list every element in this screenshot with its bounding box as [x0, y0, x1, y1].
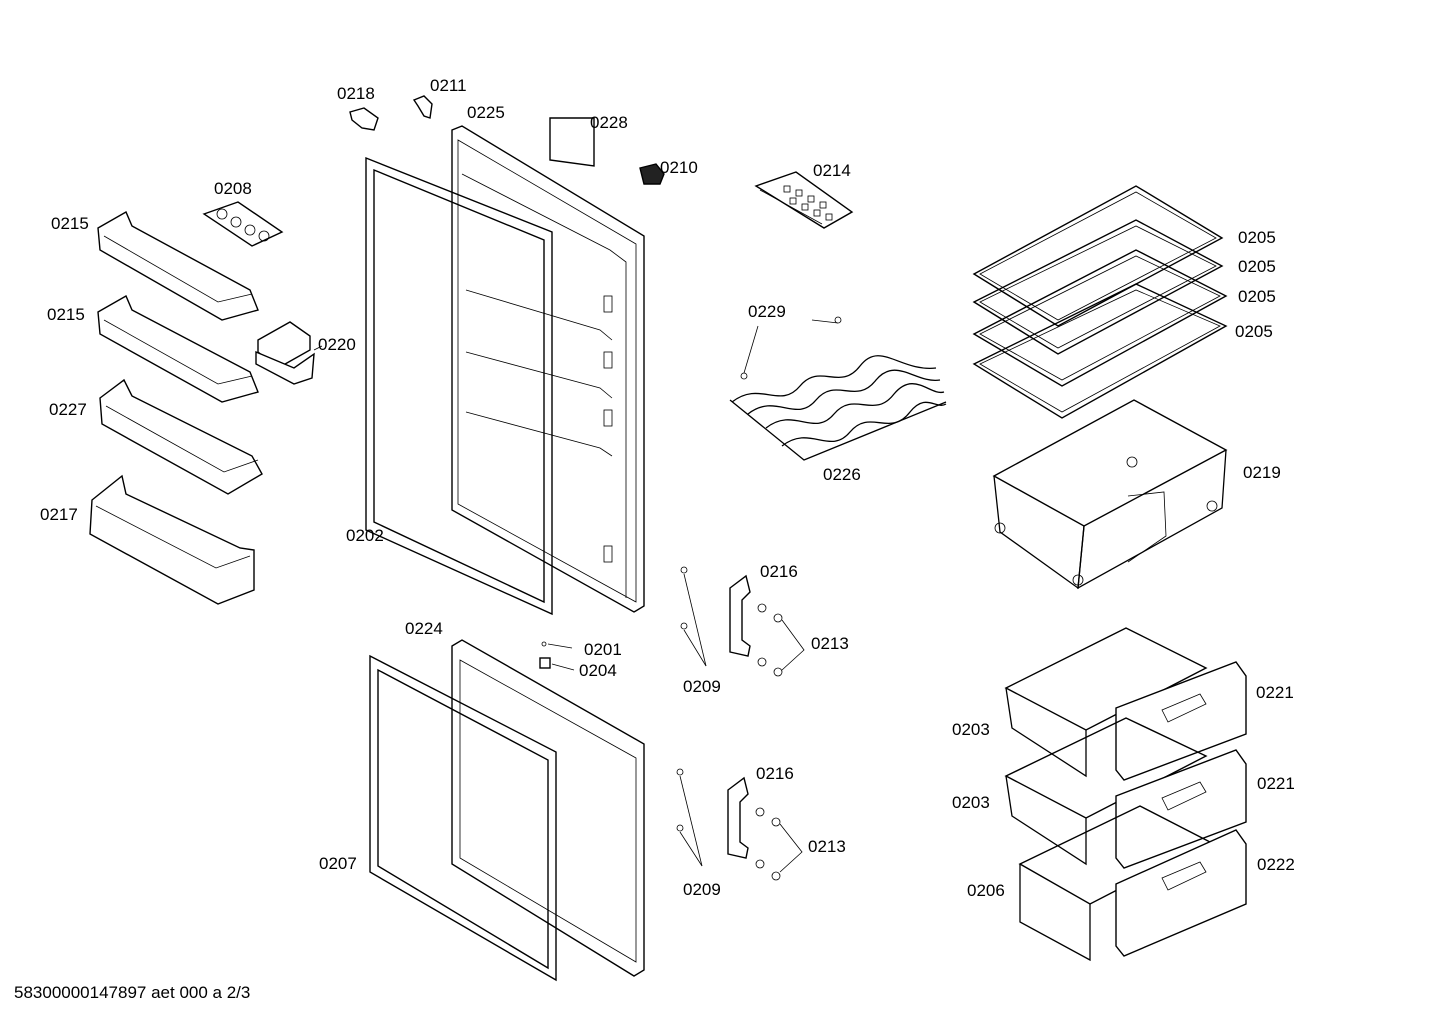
label-0224: 0224	[405, 619, 443, 638]
label-0219: 0219	[1243, 463, 1281, 482]
label-0229: 0229	[748, 302, 786, 321]
drawer-0203-upper	[1004, 627, 1247, 781]
label-0210: 0210	[660, 158, 698, 177]
label-0222: 0222	[1257, 855, 1295, 874]
caps-0213-upper	[757, 603, 805, 677]
label-0218: 0218	[337, 84, 375, 103]
egg-tray-0208	[202, 201, 284, 247]
screws-0209-upper	[680, 566, 707, 667]
label-0214: 0214	[813, 161, 851, 180]
glass-shelf-0205-1	[972, 185, 1224, 327]
crisper-box-0219	[992, 399, 1228, 590]
handle-0216-lower	[727, 776, 749, 859]
label-0211: 0211	[430, 76, 467, 95]
hinge-part-0210	[639, 163, 665, 185]
hinge-0211	[412, 95, 433, 119]
label-0209-lower: 0209	[683, 880, 721, 899]
label-0203-upper: 0203	[952, 720, 990, 739]
label-0226: 0226	[823, 465, 861, 484]
door-gasket-0202	[365, 156, 553, 616]
handle-0216-upper	[729, 574, 751, 657]
door-shelf-0215-upper	[97, 211, 259, 321]
butter-box-0220	[255, 321, 323, 385]
freezer-door-gasket-0207	[369, 654, 557, 982]
door-shelf-0227	[99, 378, 263, 495]
label-0227: 0227	[49, 400, 87, 419]
small-parts-0201-0204	[539, 641, 575, 671]
label-0201: 0201	[584, 640, 622, 659]
glass-shelf-0205-4	[972, 283, 1228, 419]
label-0225: 0225	[467, 103, 505, 122]
drawer-0203-lower	[1004, 717, 1247, 869]
glass-shelf-0205-3	[972, 249, 1228, 387]
drawer-0206	[1018, 805, 1247, 962]
label-0213-lower: 0213	[808, 837, 846, 856]
label-0205-4: 0205	[1235, 322, 1273, 341]
door-bottle-shelf-0217	[89, 474, 255, 605]
label-0220: 0220	[318, 335, 356, 354]
wine-rack-0226	[729, 316, 947, 461]
label-0205-2: 0205	[1238, 257, 1276, 276]
label-0206: 0206	[967, 881, 1005, 900]
label-0228: 0228	[590, 113, 628, 132]
label-0217: 0217	[40, 505, 78, 524]
label-0203-lower: 0203	[952, 793, 990, 812]
label-0205-1: 0205	[1238, 228, 1276, 247]
label-0221-lower: 0221	[1257, 774, 1295, 793]
document-code: 58300000147897 aet 000 a 2/3	[14, 983, 250, 1002]
door-shelf-0215-lower	[97, 295, 259, 403]
glass-shelf-0205-2	[972, 219, 1224, 355]
label-0221-upper: 0221	[1256, 683, 1294, 702]
screws-0209-lower	[676, 768, 703, 867]
label-0215-lower: 0215	[47, 305, 85, 324]
label-0205-3: 0205	[1238, 287, 1276, 306]
label-0204: 0204	[579, 661, 617, 680]
caps-0213-lower	[755, 807, 803, 881]
upper-door-0225	[451, 125, 645, 613]
label-0202: 0202	[346, 526, 384, 545]
label-0209-upper: 0209	[683, 677, 721, 696]
label-0207: 0207	[319, 854, 357, 873]
label-0215-upper: 0215	[51, 214, 89, 233]
label-0216-lower: 0216	[756, 764, 794, 783]
label-plate-0228	[549, 117, 595, 167]
label-0216-upper: 0216	[760, 562, 798, 581]
ice-cube-tray-0214	[754, 171, 854, 229]
hinge-cover-0218	[349, 107, 379, 131]
label-0208: 0208	[214, 179, 252, 198]
label-0213-upper: 0213	[811, 634, 849, 653]
freezer-door-0224	[451, 639, 645, 977]
